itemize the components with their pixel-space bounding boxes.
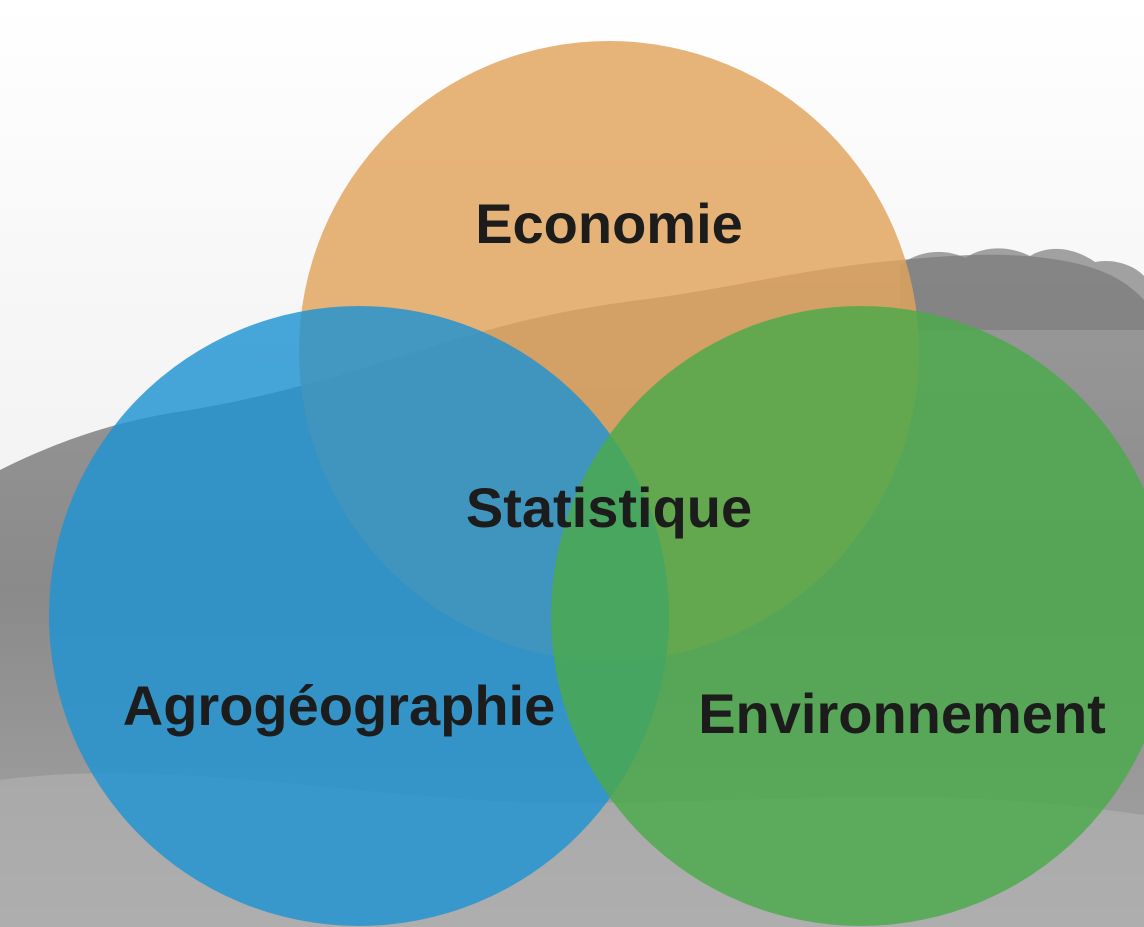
environnement-circle: [551, 306, 1144, 926]
economie-label: Economie: [475, 192, 743, 255]
venn-circles: [49, 41, 1144, 926]
tree-line: [900, 248, 1144, 330]
agrogeographie-label: Agrogéographie: [123, 674, 555, 737]
agrogeographie-circle: [49, 306, 669, 926]
venn-labels: Economie Statistique Agrogéographie Envi…: [123, 192, 1106, 745]
statistique-label: Statistique: [466, 476, 752, 539]
environnement-label: Environnement: [698, 682, 1106, 745]
